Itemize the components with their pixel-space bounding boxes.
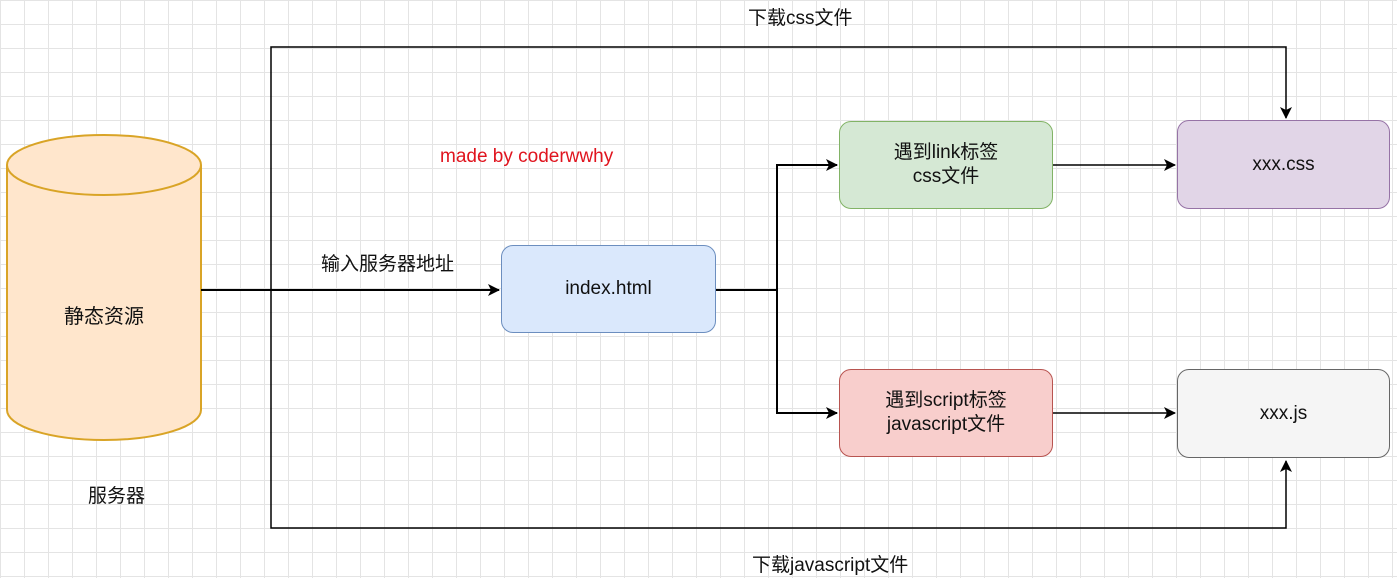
script-tag-line2: javascript文件 <box>886 414 1006 435</box>
js-file-label: xxx.js <box>1259 402 1308 424</box>
css-file-label: xxx.css <box>1252 153 1315 175</box>
script-tag-line1: 遇到script标签 <box>885 390 1007 411</box>
input-address-label: 输入服务器地址 <box>321 254 455 275</box>
script-tag-node: 遇到script标签 javascript文件 <box>839 369 1053 457</box>
css-file-node: xxx.css <box>1177 120 1390 209</box>
edge-index-to-link <box>716 159 838 291</box>
edge-download-js <box>270 290 1292 529</box>
index-html-label: index.html <box>565 278 652 299</box>
js-file-node: xxx.js <box>1177 369 1390 458</box>
download-css-label: 下载css文件 <box>748 8 853 29</box>
index-html-node: index.html <box>501 245 716 333</box>
static-resources-label: 静态资源 <box>64 306 144 328</box>
edge-index-to-script <box>776 290 838 419</box>
cylinder-top <box>6 134 202 196</box>
server-cylinder <box>6 134 202 441</box>
edge-download-css <box>270 46 1292 290</box>
download-js-label: 下载javascript文件 <box>752 555 909 576</box>
link-tag-line1: 遇到link标签 <box>893 142 999 163</box>
made-by-watermark: made by coderwwhy <box>440 146 614 167</box>
cylinder-body <box>6 165 202 441</box>
server-label: 服务器 <box>88 486 146 507</box>
link-tag-line2: css文件 <box>912 166 980 187</box>
link-tag-node: 遇到link标签 css文件 <box>839 121 1053 209</box>
